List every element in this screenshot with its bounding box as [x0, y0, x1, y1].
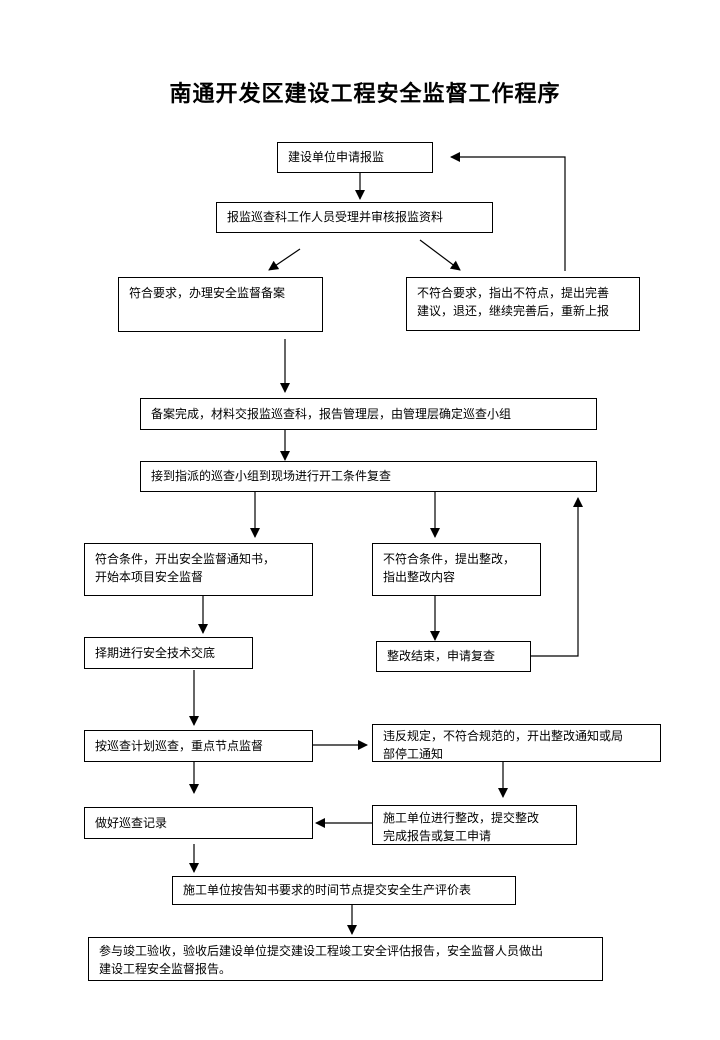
box-apply: 建设单位申请报监	[277, 142, 433, 173]
box-meet-condition: 符合条件，开出安全监督通知书， 开始本项目安全监督	[84, 543, 313, 596]
box-eval-table: 施工单位按告知书要求的时间节点提交安全生产评价表	[172, 876, 516, 905]
box-filed: 备案完成，材料交报监巡查科，报告管理层，由管理层确定巡查小组	[140, 398, 597, 430]
box-recheck: 接到指派的巡查小组到现场进行开工条件复查	[140, 461, 597, 492]
box-patrol: 按巡查计划巡查，重点节点监督	[84, 730, 313, 762]
box-meet-requirement: 符合要求，办理安全监督备案	[118, 277, 323, 332]
box-contractor-rectify: 施工单位进行整改，提交整改 完成报告或复工申请	[372, 805, 577, 845]
box-not-meet-condition: 不符合条件，提出整改， 指出整改内容	[372, 543, 541, 596]
box-record: 做好巡查记录	[84, 807, 313, 839]
page-title: 南通开发区建设工程安全监督工作程序	[169, 81, 561, 107]
box-final-acceptance: 参与竣工验收，验收后建设单位提交建设工程竣工安全评估报告，安全监督人员做出 建设…	[88, 937, 603, 981]
box-not-meet-requirement: 不符合要求，指出不符点，提出完善 建议，退还，继续完善后，重新上报	[406, 277, 640, 331]
arrow-accept-to-meet	[268, 248, 301, 271]
box-violation: 违反规定，不符合规范的，开出整改通知或局 部停工通知	[372, 724, 661, 762]
box-rectify-done: 整改结束，申请复查	[376, 641, 531, 672]
arrow-accept-to-notmeet	[419, 239, 461, 271]
box-tech-briefing: 择期进行安全技术交底	[84, 637, 253, 669]
box-accept: 报监巡查科工作人员受理并审核报监资料	[216, 202, 493, 233]
